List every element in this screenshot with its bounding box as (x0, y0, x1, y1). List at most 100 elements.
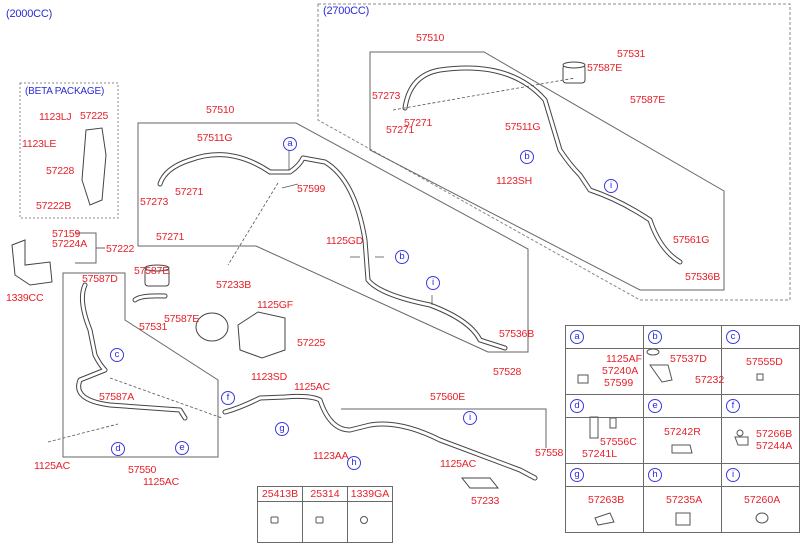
part-label-57159[interactable]: 57159 (52, 228, 81, 240)
legend-tag-f: f (726, 399, 740, 413)
beta-package-title: (BETA PACKAGE) (25, 86, 105, 97)
legend-tag-h: h (648, 468, 662, 482)
part-label-57550[interactable]: 57550 (128, 464, 157, 476)
callout-i-cooler[interactable]: i (463, 411, 477, 425)
part-label-57587D[interactable]: 57587D (82, 273, 118, 285)
part-label-57511G-2700[interactable]: 57511G (505, 121, 541, 133)
part-label-1123LE[interactable]: 1123LE (22, 138, 57, 150)
callout-b[interactable]: b (395, 250, 409, 264)
legend-head-i: i (721, 463, 800, 487)
callout-i[interactable]: i (426, 276, 440, 290)
part-label-57528[interactable]: 57528 (493, 366, 522, 378)
part-label-57224A[interactable]: 57224A (52, 238, 88, 250)
part-label-1125AF[interactable]: 1125AF (606, 353, 642, 365)
part-label-57587E-2700a[interactable]: 57587E (587, 62, 623, 74)
part-label-57222B[interactable]: 57222B (36, 200, 72, 212)
part-label-57536B-2700[interactable]: 57536B (685, 271, 721, 283)
part-label-57244A[interactable]: 57244A (756, 440, 793, 452)
part-label-57555D[interactable]: 57555D (746, 356, 783, 368)
part-label-1123LJ[interactable]: 1123LJ (39, 111, 72, 123)
part-label-57537D[interactable]: 57537D (670, 353, 707, 365)
part-label-57233B[interactable]: 57233B (216, 279, 252, 291)
callout-b-2700[interactable]: b (520, 150, 534, 164)
small-part-header-25314[interactable]: 25314 (302, 486, 348, 502)
callout-a[interactable]: a (283, 137, 297, 151)
legend-head-b: b (643, 325, 722, 349)
legend-body-h: 57235A (643, 486, 722, 533)
part-label-57263B[interactable]: 57263B (588, 494, 625, 506)
legend-head-h: h (643, 463, 722, 487)
bracket-57560e (341, 408, 547, 448)
legend-body-e: 57242R (643, 417, 722, 464)
callout-h[interactable]: h (347, 456, 361, 470)
legend-head-e: e (643, 394, 722, 418)
legend-tag-d: d (570, 399, 584, 413)
part-label-57556C[interactable]: 57556C (600, 436, 637, 448)
legend-head-d: d (565, 394, 644, 418)
legend-head-f: f (721, 394, 800, 418)
part-label-57531-2700[interactable]: 57531 (617, 48, 646, 60)
part-label-57232[interactable]: 57232 (695, 374, 725, 386)
part-label-57561G[interactable]: 57561G (673, 234, 710, 246)
legend-tag-e: e (648, 399, 662, 413)
part-label-57560E[interactable]: 57560E (430, 391, 466, 403)
part-label-1125AC-pump[interactable]: 1125AC (294, 381, 330, 393)
part-label-57511G[interactable]: 57511G (197, 132, 233, 144)
small-part-header-1339GA[interactable]: 1339GA (347, 486, 393, 502)
part-label-57273-2700[interactable]: 57273 (372, 90, 401, 102)
part-label-1123AA[interactable]: 1123AA (313, 450, 349, 462)
region-beta-package-border (19, 82, 119, 219)
bracket-57233 (460, 477, 500, 489)
part-label-57587E-a[interactable]: 57587E (134, 265, 170, 277)
part-label-57260A[interactable]: 57260A (744, 494, 781, 506)
legend-head-g: g (565, 463, 644, 487)
bracket-57550 (62, 272, 219, 458)
part-label-57271-2700b[interactable]: 57271 (404, 117, 433, 129)
part-label-1125AC-c[interactable]: 1125AC (440, 458, 476, 470)
part-label-57271-2700a[interactable]: 57271 (386, 124, 415, 136)
part-label-57222[interactable]: 57222 (106, 243, 135, 255)
part-label-57240A[interactable]: 57240A (602, 365, 639, 377)
part-label-57587E-2700b[interactable]: 57587E (630, 94, 666, 106)
part-label-1123SH[interactable]: 1123SH (496, 175, 532, 187)
callout-c[interactable]: c (110, 348, 124, 362)
part-label-57510[interactable]: 57510 (206, 104, 235, 116)
part-label-1125AC-a[interactable]: 1125AC (34, 460, 70, 472)
callout-g[interactable]: g (275, 422, 289, 436)
callout-i-2700[interactable]: i (604, 179, 618, 193)
part-label-57271-b[interactable]: 57271 (156, 231, 185, 243)
part-label-1125GF[interactable]: 1125GF (257, 299, 293, 311)
part-label-57225-pump[interactable]: 57225 (297, 337, 326, 349)
part-label-57587E-b[interactable]: 57587E (164, 313, 200, 325)
part-label-57225[interactable]: 57225 (80, 110, 109, 122)
callout-e[interactable]: e (175, 441, 189, 455)
part-label-57587A[interactable]: 57587A (99, 391, 135, 403)
detail-legend-table: a b c 1125AF 57240A 57599 57537D 57232 5… (565, 325, 800, 533)
small-part-header-25413B[interactable]: 25413B (257, 486, 303, 502)
part-label-57228[interactable]: 57228 (46, 165, 75, 177)
part-label-1125AC-b[interactable]: 1125AC (143, 476, 179, 488)
callout-f[interactable]: f (221, 391, 235, 405)
legend-body-i: 57260A (721, 486, 800, 533)
part-label-57266B[interactable]: 57266B (756, 428, 793, 440)
legend-body-a: 1125AF 57240A 57599 (565, 348, 644, 395)
part-label-57242R[interactable]: 57242R (664, 426, 701, 438)
legend-body-f: 57266B 57244A (721, 417, 800, 464)
legend-body-c: 57555D (721, 348, 800, 395)
part-label-57531[interactable]: 57531 (139, 321, 168, 333)
part-label-57599[interactable]: 57599 (297, 183, 326, 195)
part-label-57558[interactable]: 57558 (535, 447, 564, 459)
part-label-1123SD[interactable]: 1123SD (251, 371, 287, 383)
callout-d[interactable]: d (111, 442, 125, 456)
part-label-1125GD[interactable]: 1125GD (326, 235, 364, 247)
part-label-57271[interactable]: 57271 (175, 186, 204, 198)
part-label-57273[interactable]: 57273 (140, 196, 169, 208)
part-label-57599-legend[interactable]: 57599 (604, 377, 634, 389)
part-label-1339CC[interactable]: 1339CC (6, 292, 44, 304)
bracket-57225-beta (81, 127, 107, 206)
part-label-57510-2700[interactable]: 57510 (416, 32, 445, 44)
part-label-57233[interactable]: 57233 (471, 495, 500, 507)
part-label-57241L[interactable]: 57241L (582, 448, 618, 460)
part-label-57536B[interactable]: 57536B (499, 328, 535, 340)
part-label-57235A[interactable]: 57235A (666, 494, 703, 506)
